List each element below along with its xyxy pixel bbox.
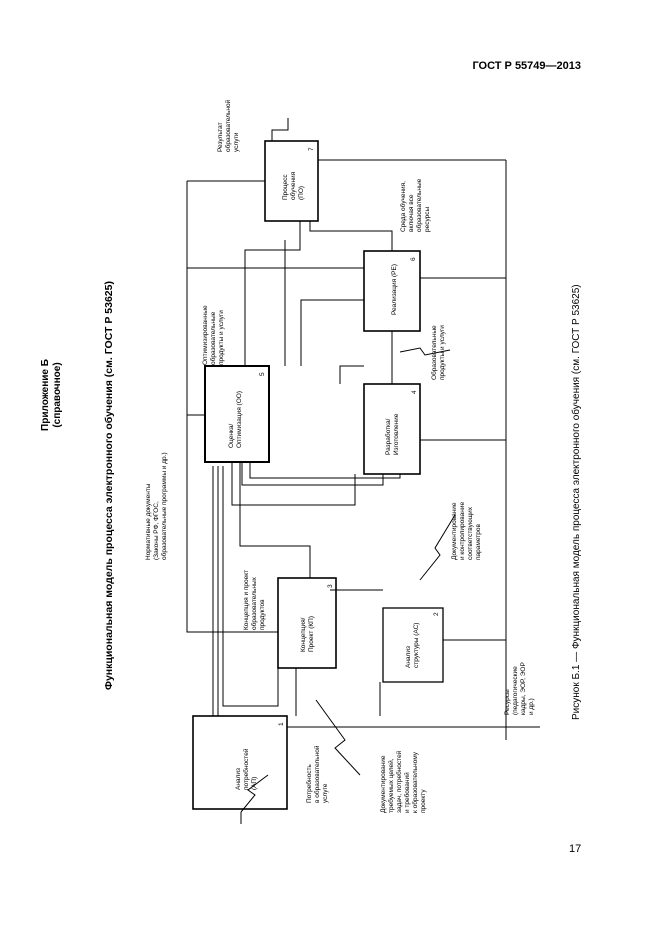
normative-line-2: (Законы РФ, ФГОС, <box>153 501 160 560</box>
documentation1-line-6: проекту <box>420 789 427 813</box>
block-6-label-1: Реализация (РЕ) <box>391 264 398 315</box>
documentation2-line-3: соответствующих <box>467 506 474 560</box>
resources-line-1: Ресурсы <box>504 689 511 715</box>
label-learning-env: Среда обучения, включая все образователь… <box>399 178 431 232</box>
block-1-box <box>192 715 288 810</box>
label-documentation-1: Документирование требуемых целей, задач,… <box>380 750 427 813</box>
concept-line-2: образовательных <box>250 576 258 630</box>
optimized-line-2: образовательные <box>209 311 217 365</box>
concept-line-1: Концепция и проект <box>243 570 250 630</box>
block-5-label-2: Оптимизация (ОО) <box>236 391 243 448</box>
block-4-box <box>363 383 421 475</box>
block-6-number: 6 <box>410 257 417 261</box>
result-line-2: образовательной <box>224 99 232 152</box>
block-5-label-1: Оценка/ <box>228 423 235 448</box>
label-documentation-2: Документирование и контролирование соотв… <box>451 502 482 560</box>
resources-line-2: (педагогические <box>512 666 519 715</box>
documentation2-line-4: параметров <box>475 524 482 560</box>
block-7-label-3: (ПО) <box>298 186 305 200</box>
block-3-label-2: Проект (КП) <box>308 616 315 652</box>
label-result: Результат образовательной услуги <box>217 99 240 152</box>
learning-env-line-2: включая все <box>408 194 415 232</box>
resources-line-3: кадры, ЭОР, ЭОР <box>520 662 527 715</box>
block-3-box <box>277 577 337 669</box>
edu-products-line-2: продукты и услуги <box>439 325 446 380</box>
block-1-label-3: (АП) <box>251 777 258 790</box>
block-2-box <box>382 607 444 683</box>
document-code: ГОСТ Р 55749—2013 <box>472 60 581 72</box>
block-6: Реализация (РЕ) 6 <box>391 257 417 315</box>
block-7-number: 7 <box>308 147 315 151</box>
block-1-number: 1 <box>278 722 285 726</box>
optimized-line-3: продукты и услуги <box>218 310 225 365</box>
block-1-label-2: потребностей <box>242 748 250 790</box>
label-normative: Нормативные документы (Законы РФ, ФГОС, … <box>145 452 168 560</box>
documentation1-line-1: Документирование <box>380 755 387 813</box>
concept-line-3: продуктов <box>259 599 266 630</box>
documentation1-line-5: к образовательному <box>411 751 419 813</box>
block-2-label-1: Анализ <box>405 646 412 668</box>
label-resources: Ресурсы (педагогические кадры, ЭОР, ЭОР … <box>504 662 535 715</box>
block-4: Разработка/ Изготовление 4 <box>384 390 418 455</box>
result-line-1: Результат <box>217 122 224 152</box>
need-line-3: услуге <box>322 783 329 803</box>
label-optimized: Оптимизированные образовательные продукт… <box>202 305 225 365</box>
connection-lines <box>186 118 540 824</box>
learning-env-line-1: Среда обучения, <box>399 181 407 232</box>
documentation1-line-3: задач, потребностей <box>395 750 403 813</box>
learning-env-line-4: ресурсы <box>424 206 431 232</box>
block-4-label-1: Разработка/ <box>384 418 392 455</box>
documentation2-line-1: Документирование <box>451 502 458 560</box>
result-line-3: услуги <box>233 132 240 152</box>
block-7-label-1: Процесс <box>282 174 289 200</box>
block-7-label-2: обучения <box>289 171 297 200</box>
block-4-number: 4 <box>411 390 418 394</box>
need-line-1: Потребность <box>305 764 313 803</box>
need-line-2: в образовательной <box>313 745 321 803</box>
documentation1-line-4: и требований <box>403 772 411 813</box>
block-3-label-1: Концепция/ <box>300 617 307 652</box>
label-edu-products: Образовательные продукты и услуги <box>430 325 446 380</box>
page-number: 17 <box>569 843 582 855</box>
block-5-box <box>204 365 270 463</box>
resources-line-4: и др.) <box>528 698 535 715</box>
block-3: Концепция/ Проект (КП) 3 <box>300 584 334 652</box>
label-concept: Концепция и проект образовательных проду… <box>243 570 266 630</box>
learning-env-line-3: образовательные <box>415 178 423 232</box>
block-2-number: 2 <box>433 612 440 616</box>
block-2: Анализ структуры (АС) 2 <box>405 612 440 668</box>
optimized-line-1: Оптимизированные <box>202 305 209 365</box>
label-need: Потребность в образовательной услуге <box>305 745 329 803</box>
block-5-number: 5 <box>259 372 266 376</box>
block-1: Анализ потребностей (АП) 1 <box>235 722 285 790</box>
block-3-number: 3 <box>327 584 334 588</box>
documentation2-line-2: и контролирование <box>459 502 466 560</box>
edu-products-line-1: Образовательные <box>430 325 438 380</box>
block-2-label-2: структуры (АС) <box>413 623 420 668</box>
block-7: Процесс обучения (ПО) 7 <box>282 147 315 200</box>
block-4-label-2: Изготовление <box>393 413 400 455</box>
block-1-label-1: Анализ <box>235 768 242 790</box>
normative-line-1: Нормативные документы <box>145 483 152 560</box>
normative-line-3: образовательные программы и др.) <box>160 452 168 560</box>
documentation1-line-2: требуемых целей, <box>387 758 395 813</box>
figure-caption: Рисунок Б.1 — Функциональная модель проц… <box>571 284 582 720</box>
block-5: Оценка/ Оптимизация (ОО) 5 <box>228 372 266 448</box>
